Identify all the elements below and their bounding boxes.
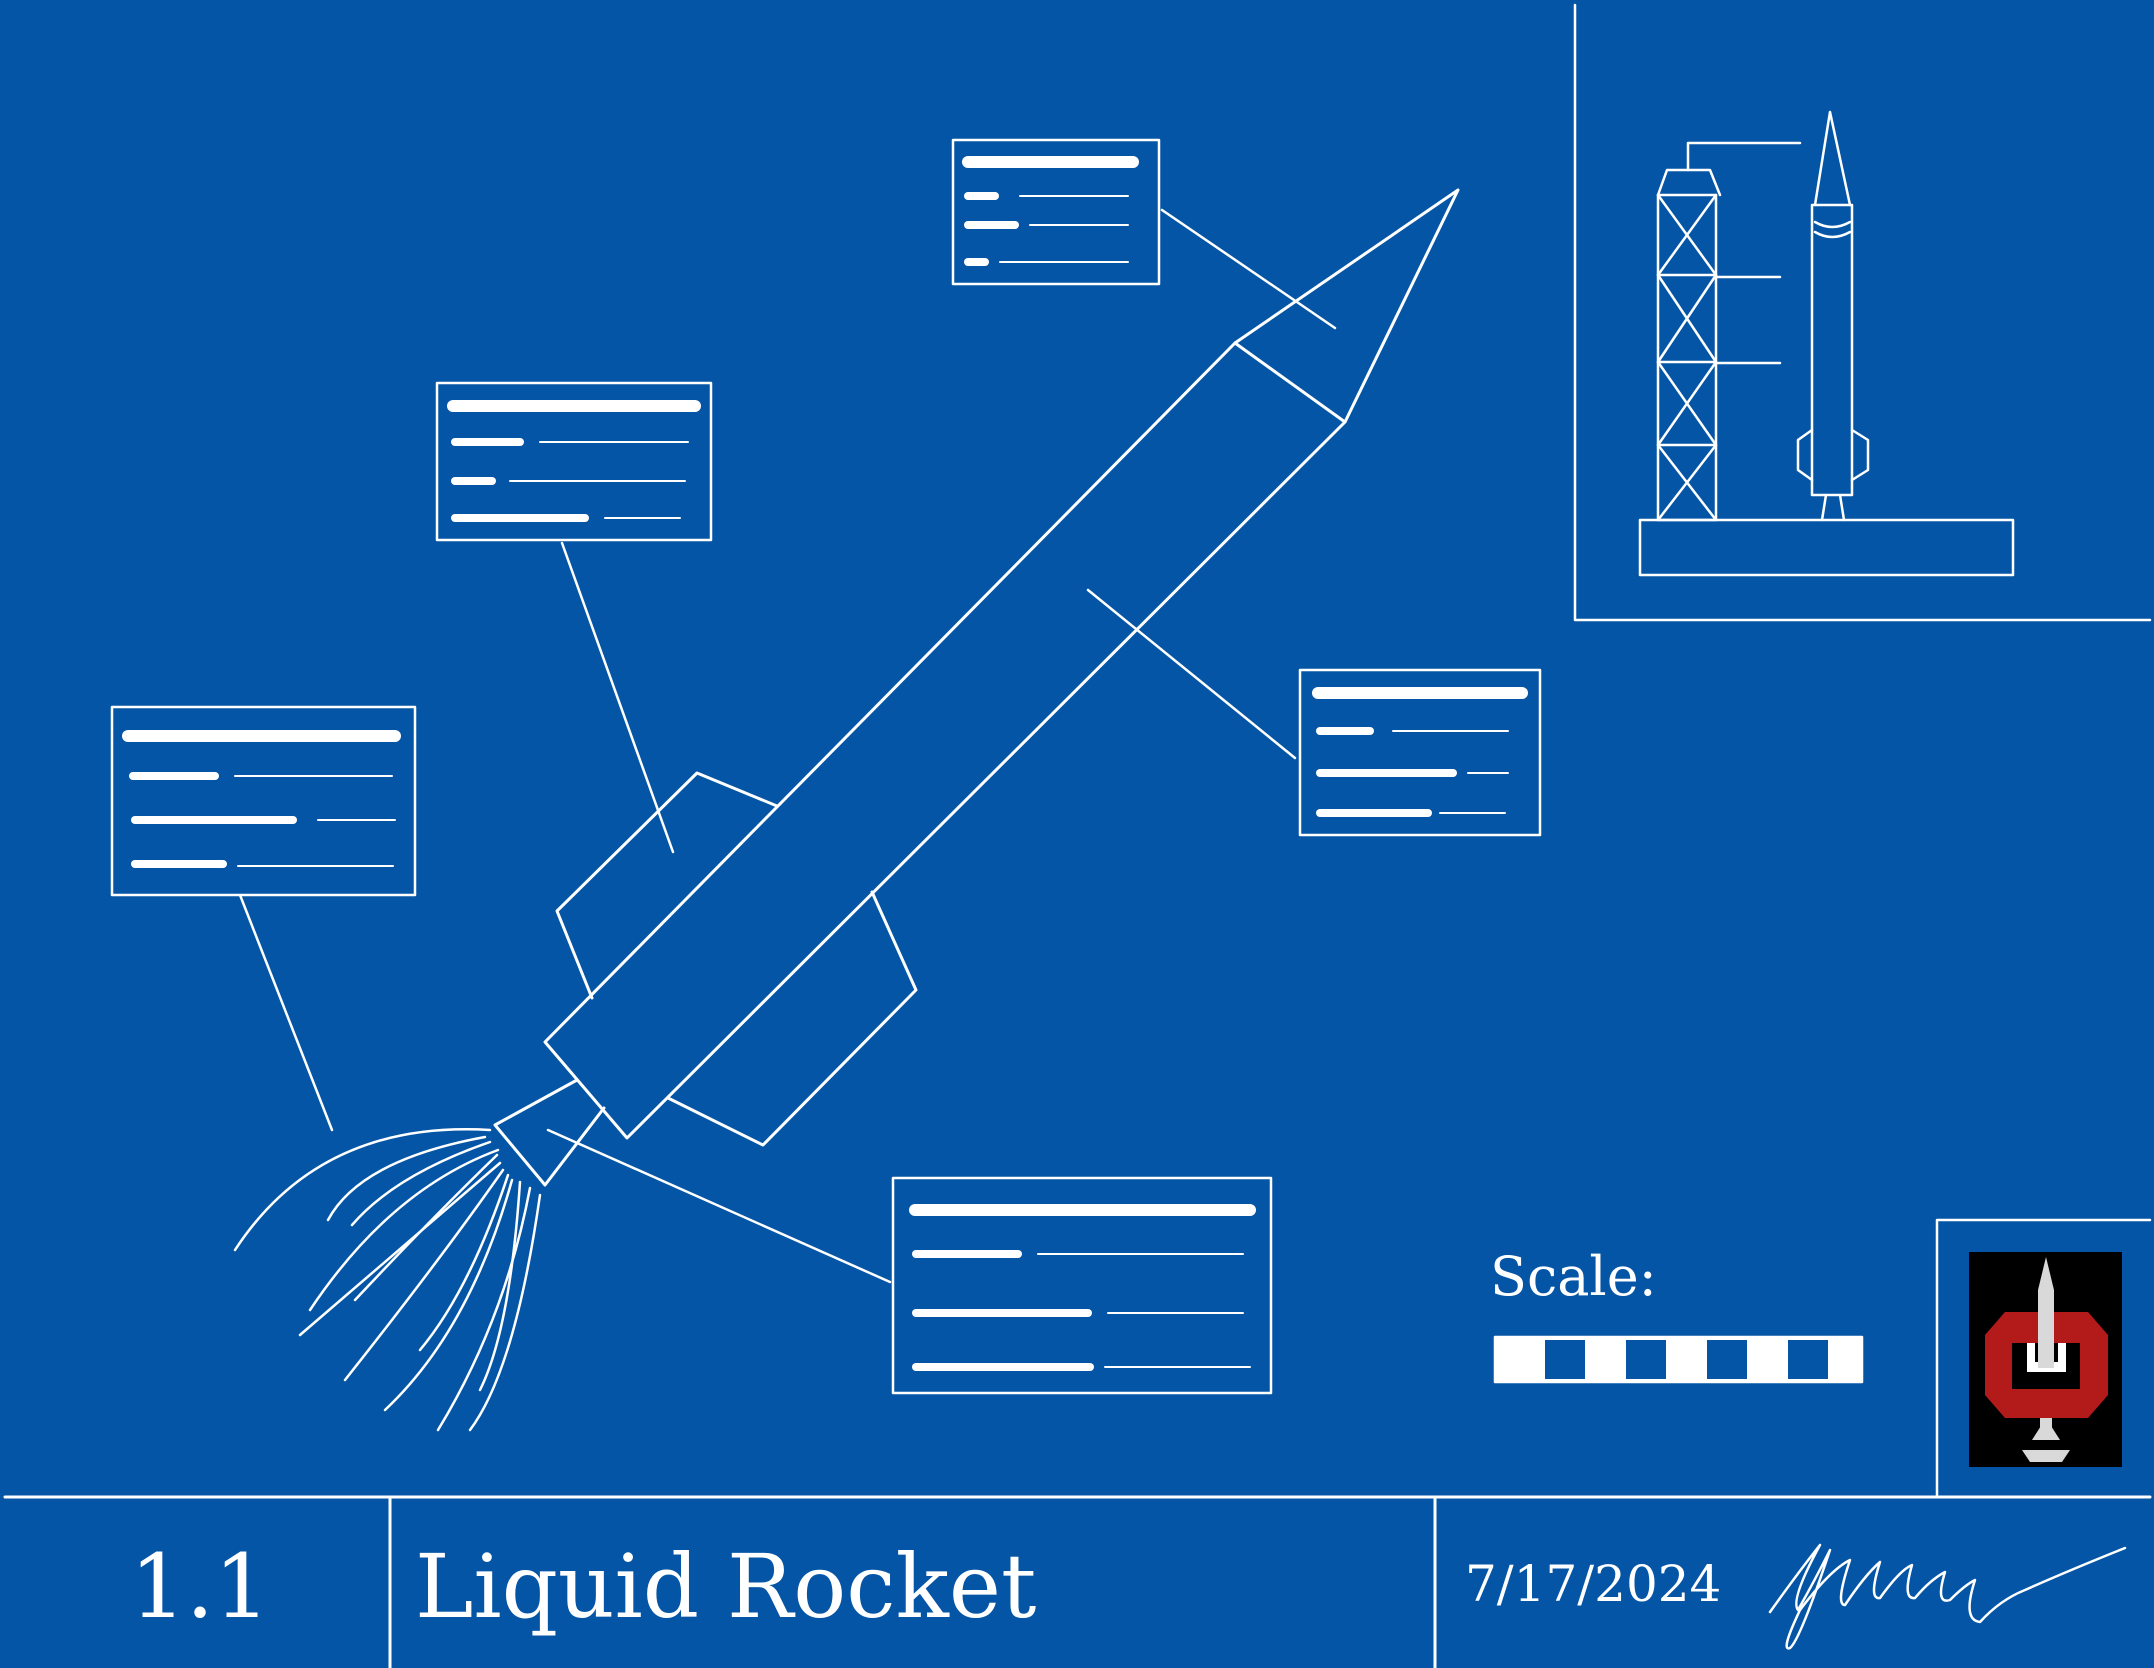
scale-bar [1493,1335,1864,1384]
callout-body-upper [1298,668,1542,837]
exhaust-plume [233,1128,542,1432]
launch-pad-base [1638,518,2015,577]
signature [1768,1543,2127,1650]
callout-engine-nozzle [891,1176,1273,1395]
inset-rocket [1796,110,1870,522]
rocket-drawing [493,188,1460,1187]
logo-panel [1935,1218,2152,1499]
launch-pad-inset [1573,3,2152,622]
scale-label: Scale: [1490,1245,1657,1308]
rocket-emblem-logo [1969,1252,2122,1467]
rocket-nose-cone [1233,188,1460,424]
sheet-number: 1.1 [130,1535,270,1638]
rocket-body [543,341,1347,1140]
callout-nose-cone [951,138,1161,286]
callout-fins [110,705,417,897]
launch-tower [1656,141,1802,522]
inset-frame [1573,3,2152,622]
rocket-fin-right [666,890,918,1147]
rocket-nozzle [493,1078,606,1187]
drawing-title: Liquid Rocket [415,1535,1037,1638]
drawing-date: 7/17/2024 [1465,1555,1722,1613]
leader-lines [238,208,1337,1284]
title-block [3,1495,2152,1668]
rocket-fin-left [555,771,779,1000]
callout-fuel-tank [435,381,713,542]
